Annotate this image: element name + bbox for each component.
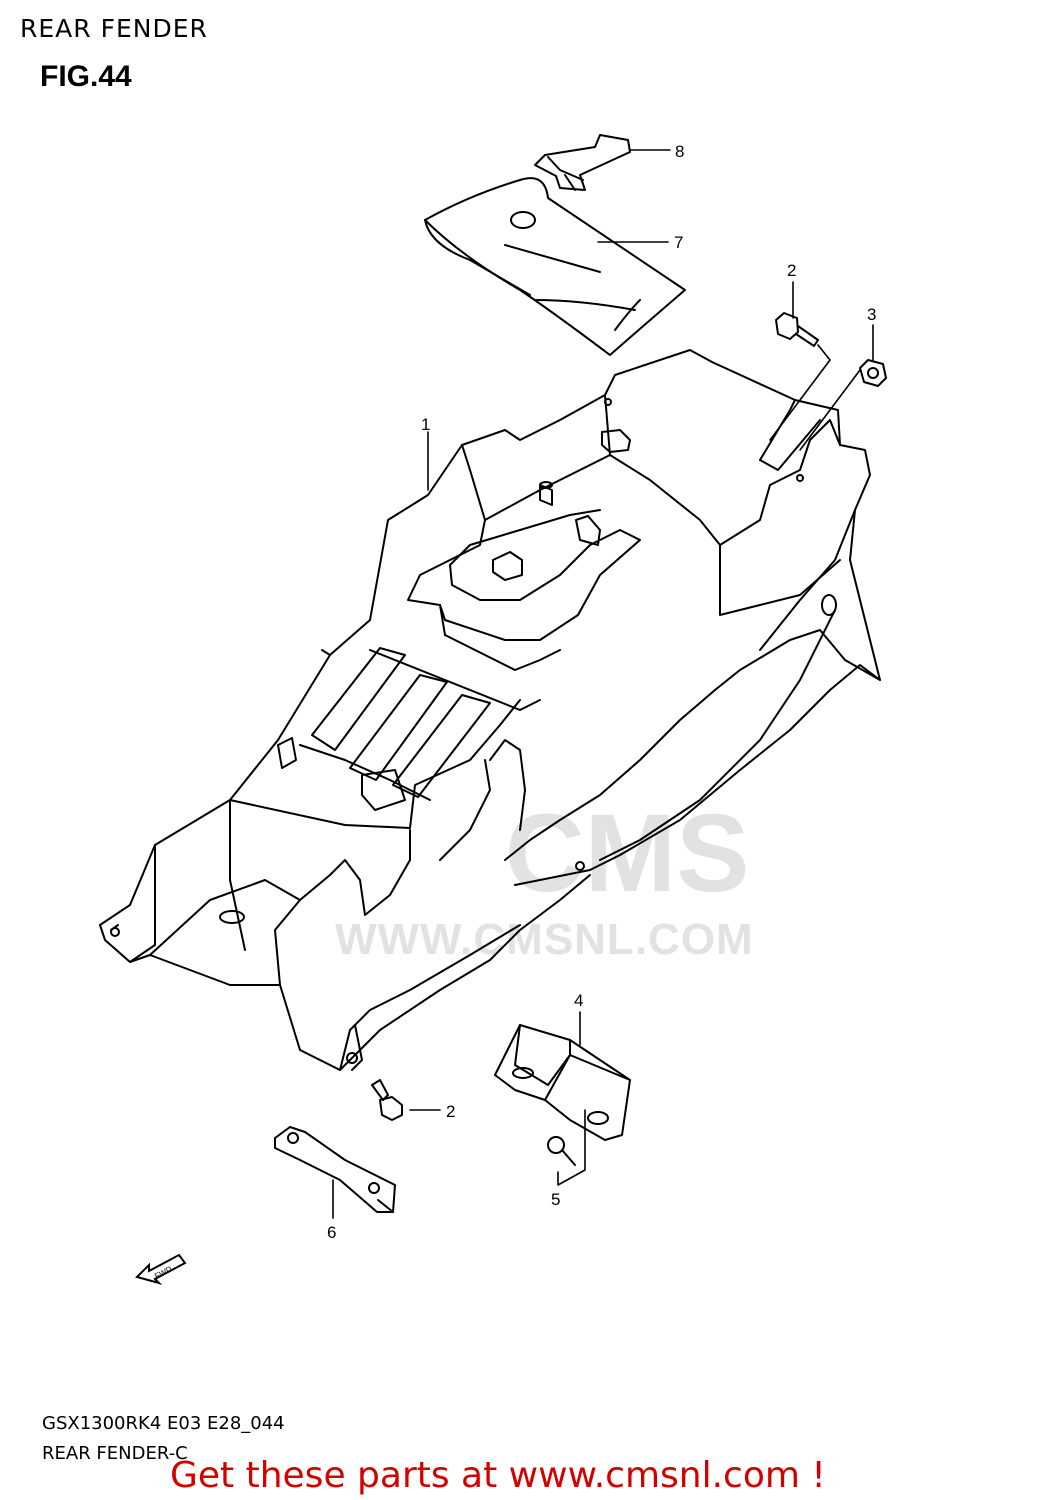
callout-2-upper: 2: [787, 261, 796, 280]
callout-7: 7: [674, 233, 683, 252]
callout-2-lower: 2: [446, 1102, 455, 1121]
leader-lines: [332, 149, 874, 1219]
model-code: GSX1300RK4 E03 E28_044: [42, 1413, 285, 1434]
callout-3: 3: [867, 305, 876, 324]
part-2-bolt-upper[interactable]: [775, 312, 819, 347]
part-3-nut[interactable]: [859, 359, 887, 387]
forward-arrow-icon: FWD: [135, 1245, 195, 1290]
figure-number: FIG.44: [40, 60, 132, 93]
page-title: REAR FENDER: [20, 14, 208, 43]
part-7-cover[interactable]: [424, 177, 686, 356]
part-4-bracket[interactable]: [494, 1024, 631, 1141]
callout-5: 5: [551, 1190, 560, 1209]
model-description: REAR FENDER-C: [42, 1443, 188, 1464]
callout-6: 6: [327, 1223, 336, 1242]
parts-store-link[interactable]: Get these parts at www.cmsnl.com !: [170, 1455, 826, 1496]
part-6-plate[interactable]: [274, 1126, 396, 1213]
callout-1: 1: [421, 415, 430, 434]
watermark-url: WWW.CMSNL.COM: [335, 915, 754, 964]
part-1-rear-fender[interactable]: [99, 349, 881, 1071]
watermark-logo: CMS: [505, 792, 750, 915]
part-8-strap[interactable]: [534, 134, 631, 191]
callout-numbers: 1 2 3 4 2 6 7 8 5: [327, 142, 876, 1242]
part-5-screw[interactable]: [547, 1136, 576, 1166]
callout-4: 4: [574, 991, 583, 1010]
callout-8: 8: [675, 142, 684, 161]
part-2-bolt-lower[interactable]: [371, 1079, 403, 1121]
